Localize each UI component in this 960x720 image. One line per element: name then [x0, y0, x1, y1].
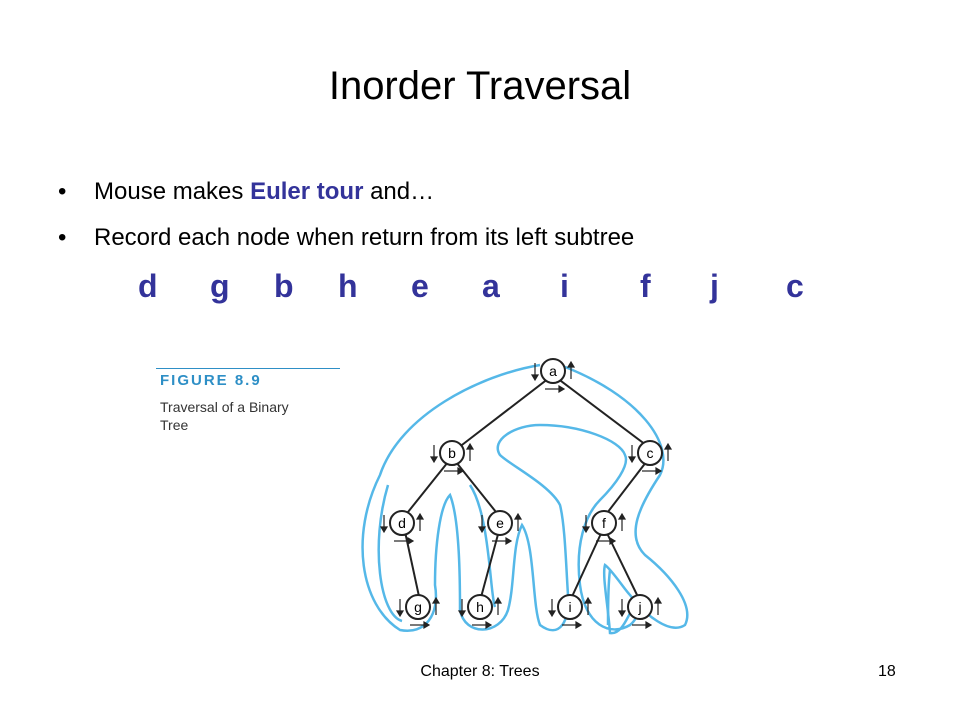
node-g: g — [405, 594, 431, 620]
tour-inner-right — [606, 569, 612, 626]
sequence-item: h — [338, 268, 358, 304]
sequence-item: c — [786, 268, 804, 304]
node-label: a — [549, 363, 557, 379]
node-label: e — [496, 515, 504, 531]
node-h: h — [467, 594, 493, 620]
footer-page-number: 18 — [878, 663, 896, 680]
node-c: c — [637, 440, 663, 466]
node-label: d — [398, 515, 406, 531]
bullet-text-pre: Mouse makes — [94, 178, 251, 205]
sequence-item: j — [710, 268, 719, 304]
node-d: d — [389, 510, 415, 536]
binary-tree-diagram: a b c d e f g h i j — [361, 358, 689, 635]
return-arrows — [394, 384, 663, 630]
node-b: b — [439, 440, 465, 466]
bullet-text: Record each node when return from its le… — [94, 224, 635, 251]
node-label: h — [476, 599, 484, 615]
node-label: i — [568, 599, 571, 615]
bullet-text-post: and… — [363, 178, 435, 205]
sequence-item: i — [560, 268, 569, 304]
bullet-marker: • — [58, 224, 67, 251]
sequence-item: b — [274, 268, 294, 304]
node-f: f — [591, 510, 617, 536]
sequence-item: d — [138, 268, 158, 304]
sequence-item: f — [640, 268, 651, 304]
node-j: j — [627, 594, 653, 620]
tour-inner-middle — [468, 484, 497, 608]
footer-chapter: Chapter 8: Trees — [420, 663, 540, 680]
bullet-euler-tour: • Mouse makes Euler tour and… — [58, 178, 434, 206]
tour-outer-loop — [361, 363, 689, 635]
direction-arrows — [379, 360, 673, 618]
bullet-record-node: • Record each node when return from its l… — [58, 224, 634, 252]
euler-tour-path — [361, 363, 689, 635]
tour-inner-left — [377, 484, 403, 623]
sequence-item: a — [482, 268, 500, 304]
figure-caption-line: Tree — [160, 417, 189, 433]
node-label: b — [448, 445, 456, 461]
bullet-highlight: Euler tour — [250, 178, 364, 205]
figure-rule — [156, 368, 340, 369]
node-e: e — [487, 510, 513, 536]
tree-edges — [403, 374, 651, 602]
node-label: g — [414, 599, 422, 615]
figure-label: FIGURE 8.9 — [160, 372, 262, 389]
figure-caption: Traversal of a Binary Tree — [160, 398, 289, 434]
bullet-marker: • — [58, 178, 67, 205]
node-i: i — [557, 594, 583, 620]
node-label: j — [637, 599, 641, 615]
node-a: a — [540, 358, 566, 384]
sequence-item: e — [411, 268, 429, 304]
node-label: c — [647, 445, 654, 461]
sequence-item: g — [210, 268, 230, 304]
figure-caption-line: Traversal of a Binary — [160, 399, 289, 415]
node-label: f — [602, 515, 606, 531]
slide-title: Inorder Traversal — [328, 64, 632, 108]
